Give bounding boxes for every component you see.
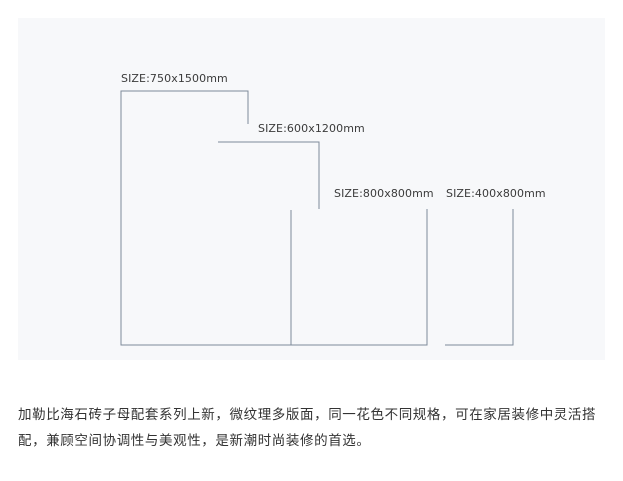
size-label-800x800: SIZE:800x800mm bbox=[334, 187, 434, 200]
size-label-750x1500: SIZE:750x1500mm bbox=[121, 72, 228, 85]
tile-outline-600x1200 bbox=[218, 141, 320, 209]
product-description: 加勒比海石砖子母配套系列上新，微纹理多版面，同一花色不同规格，可在家居装修中灵活… bbox=[18, 407, 597, 449]
tile-outline-800x800 bbox=[290, 209, 428, 346]
tile-outline-400x800 bbox=[445, 209, 514, 346]
diagram-panel bbox=[18, 18, 605, 360]
tile-outline-750x1500 bbox=[120, 90, 291, 346]
size-label-600x1200: SIZE:600x1200mm bbox=[258, 122, 365, 135]
size-label-400x800: SIZE:400x800mm bbox=[446, 187, 546, 200]
